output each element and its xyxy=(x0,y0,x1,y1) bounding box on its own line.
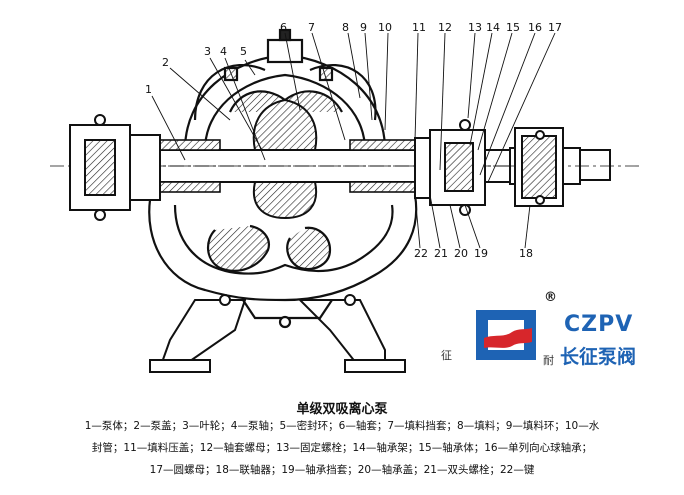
part-label-3: 3 xyxy=(204,45,211,58)
part-label-16: 16 xyxy=(528,21,542,34)
part-label-2: 2 xyxy=(162,56,169,69)
brand-name-chinese: 长征泵阀 xyxy=(560,346,637,368)
registered-mark: ® xyxy=(544,290,557,305)
pump-base xyxy=(149,294,406,373)
caption-line-3: 17—圆螺母；18—联轴器；19—轴承挡套；20—轴承盖；21—双头螺栓；22—… xyxy=(149,464,535,476)
part-label-17: 17 xyxy=(548,21,562,34)
watermark-char-left: 征 xyxy=(441,349,452,362)
part-label-5: 5 xyxy=(240,45,247,58)
brand-logo: ® CZPV 长征泵阀 xyxy=(474,290,674,370)
pump-cross-section-drawing xyxy=(50,28,640,373)
part-label-22: 22 xyxy=(414,247,428,260)
brand-name-english: CZPV xyxy=(564,312,634,337)
caption-line-2: 封管；11—填料压盖；12—轴套螺母；13—固定螺栓；14—轴承架；15—轴承体… xyxy=(91,442,593,454)
part-label-10: 10 xyxy=(378,21,392,34)
part-label-19: 19 xyxy=(474,247,488,260)
part-label-21: 21 xyxy=(434,247,448,260)
pump-casing xyxy=(148,194,418,329)
part-label-9: 9 xyxy=(360,21,367,34)
part-label-1: 1 xyxy=(145,83,152,96)
logo-mark-icon xyxy=(476,310,536,360)
watermark-char-right: 耐 xyxy=(543,354,554,367)
coupling xyxy=(514,127,564,207)
part-label-12: 12 xyxy=(438,21,452,34)
impeller xyxy=(252,98,318,220)
part-label-14: 14 xyxy=(486,21,500,34)
part-label-13: 13 xyxy=(468,21,482,34)
right-bearing-housing xyxy=(414,119,486,216)
leader-lines xyxy=(151,32,556,249)
part-label-6: 6 xyxy=(280,21,287,34)
part-label-18: 18 xyxy=(519,247,533,260)
part-label-11: 11 xyxy=(412,21,426,34)
pump-cover xyxy=(183,28,387,151)
left-bearing-housing xyxy=(69,114,161,221)
part-label-7: 7 xyxy=(308,21,315,34)
part-label-4: 4 xyxy=(220,45,227,58)
part-label-15: 15 xyxy=(506,21,520,34)
caption-line-1: 1—泵体；2—泵盖；3—叶轮；4—泵轴；5—密封环；6—轴套；7—填料挡套；8—… xyxy=(84,420,600,432)
part-label-20: 20 xyxy=(454,247,468,260)
figure-title: 单级双吸离心泵 xyxy=(296,402,388,417)
part-label-8: 8 xyxy=(342,21,349,34)
